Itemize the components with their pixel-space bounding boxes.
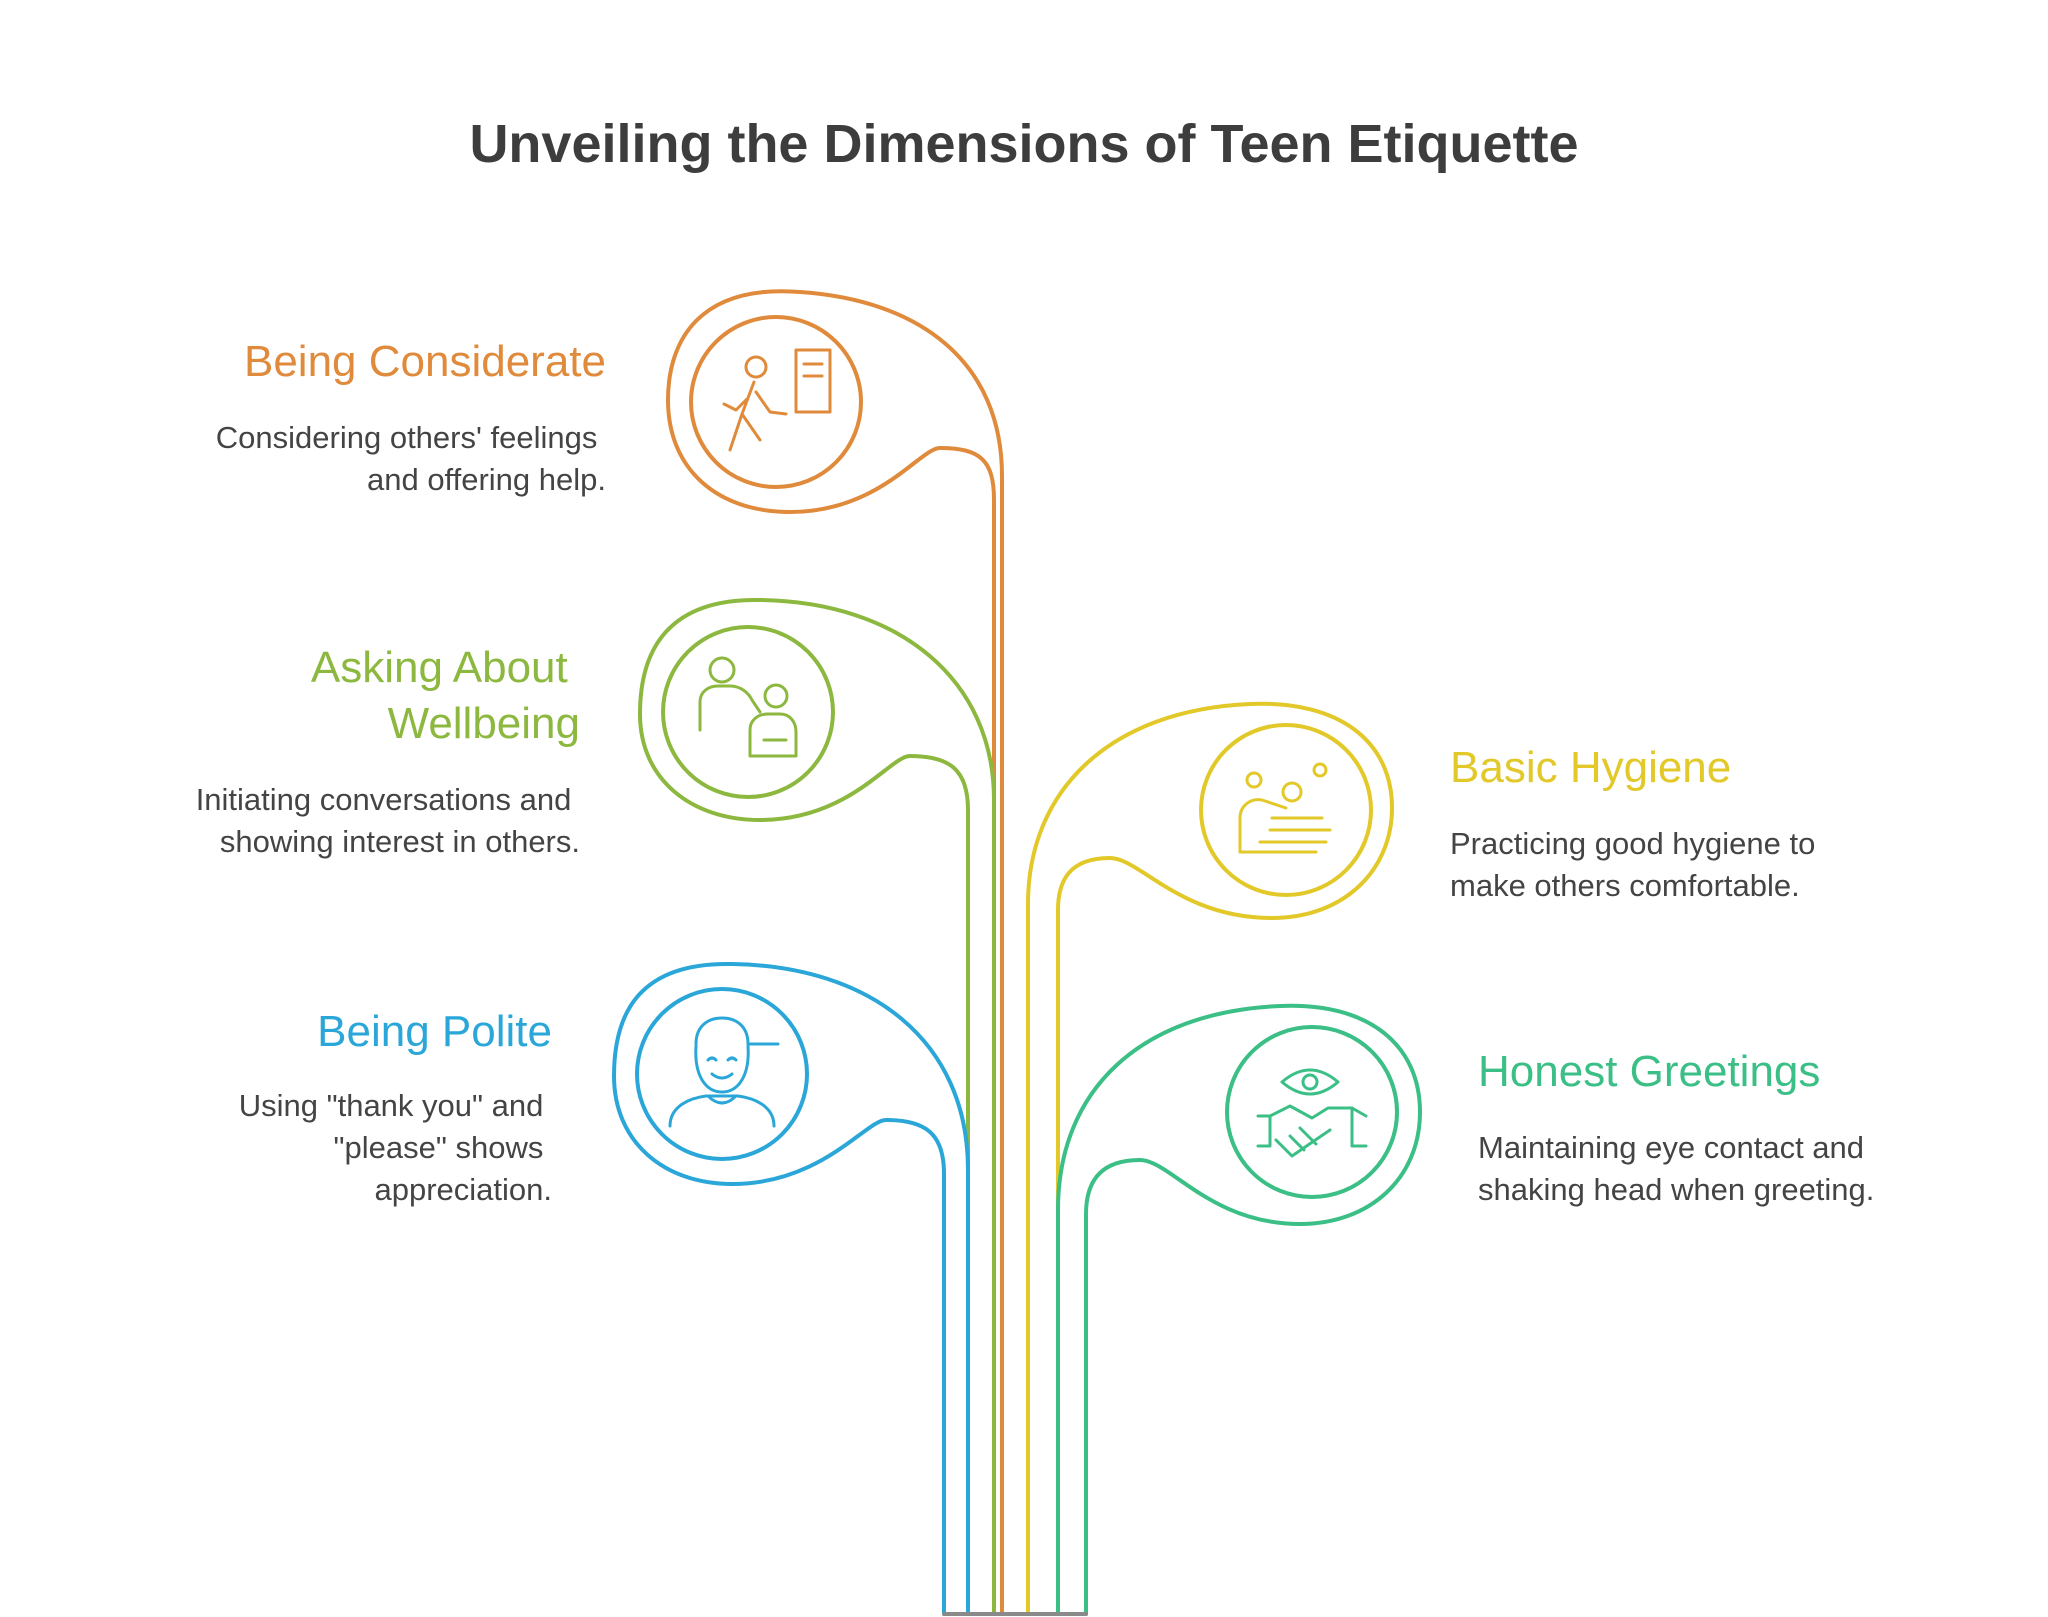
branch-being-polite: Being Polite Using "thank you" and "plea… <box>239 961 970 1616</box>
desc-line: make others comfortable. <box>1450 868 1800 903</box>
branch-being-considerate: Being Considerate Considering others' fe… <box>216 289 1004 1616</box>
desc-being-considerate: Considering others' feelings and offerin… <box>216 420 606 497</box>
branch-asking-about-wellbeing: Asking About Wellbeing Initiating conver… <box>196 597 996 1616</box>
branch-basic-hygiene: Basic Hygiene Practicing good hygiene to… <box>1026 701 1824 1616</box>
ring-basic-hygiene <box>1199 723 1373 897</box>
heading-basic-hygiene: Basic Hygiene <box>1450 743 1731 792</box>
desc-line: Maintaining eye contact and <box>1478 1130 1864 1165</box>
walking-person-door-icon <box>722 348 832 452</box>
diagram-title: Unveiling the Dimensions of Teen Etiquet… <box>469 114 1578 174</box>
stem-basic-hygiene <box>1026 701 1394 1616</box>
desc-line: and offering help. <box>367 462 606 497</box>
ring-honest-greetings <box>1225 1025 1399 1199</box>
desc-line: shaking head when greeting. <box>1478 1172 1874 1207</box>
desc-asking-about-wellbeing: Initiating conversations and showing int… <box>196 782 580 859</box>
desc-honest-greetings: Maintaining eye contact and shaking head… <box>1478 1130 1874 1207</box>
stem-being-considerate <box>666 289 1004 1616</box>
hand-washing-icon <box>1238 762 1332 854</box>
heading-asking-about-wellbeing: Asking About Wellbeing <box>311 643 580 748</box>
person-caring-icon <box>698 656 798 758</box>
desc-line: Using "thank you" and <box>239 1088 544 1123</box>
heading-line: Wellbeing <box>388 699 580 748</box>
desc-being-polite: Using "thank you" and "please" shows app… <box>239 1088 552 1207</box>
stem-asking-about-wellbeing <box>638 597 996 1616</box>
heading-honest-greetings: Honest Greetings <box>1478 1047 1820 1096</box>
ring-being-polite <box>635 987 809 1161</box>
smiling-teen-icon <box>668 1016 780 1128</box>
stem-being-polite <box>612 961 970 1616</box>
eye-handshake-icon <box>1256 1068 1368 1158</box>
branch-honest-greetings: Honest Greetings Maintaining eye contact… <box>1056 1003 1874 1616</box>
desc-basic-hygiene: Practicing good hygiene to make others c… <box>1450 826 1824 903</box>
desc-line: "please" shows <box>334 1130 544 1165</box>
ring-being-considerate <box>689 315 863 489</box>
desc-line: Practicing good hygiene to <box>1450 826 1815 861</box>
heading-line: Asking About <box>311 643 568 692</box>
desc-line: Considering others' feelings <box>216 420 598 455</box>
heading-being-considerate: Being Considerate <box>244 337 606 386</box>
desc-line: appreciation. <box>374 1172 552 1207</box>
desc-line: Initiating conversations and <box>196 782 572 817</box>
desc-line: showing interest in others. <box>220 824 580 859</box>
stem-honest-greetings <box>1056 1003 1422 1616</box>
heading-being-polite: Being Polite <box>317 1007 552 1056</box>
ring-asking-about-wellbeing <box>661 625 835 799</box>
